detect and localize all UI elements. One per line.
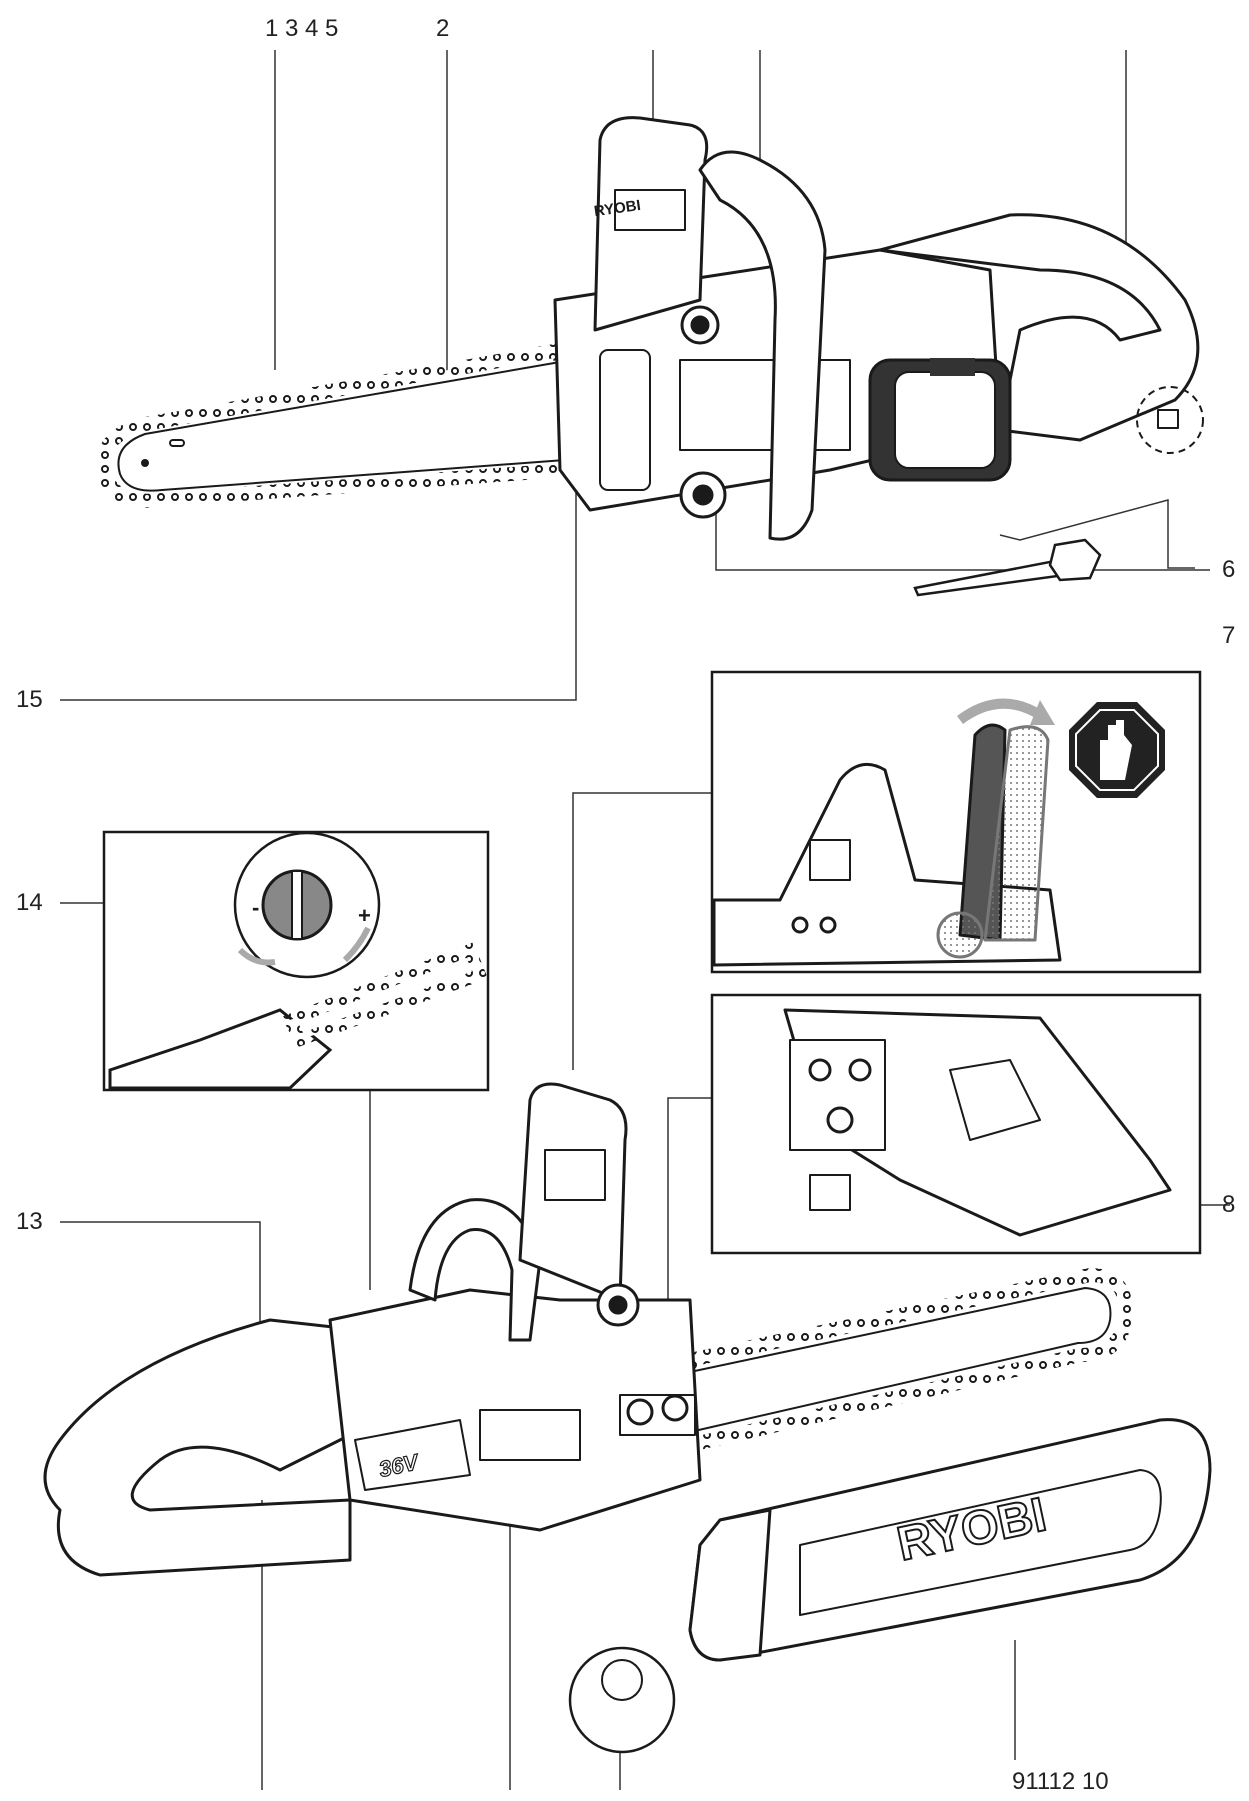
- stop-sign-icon: [1069, 702, 1165, 798]
- scrench-tool: [913, 538, 1102, 597]
- sprocket-cover-inset: [710, 993, 1202, 1255]
- knob-minus-sign: -: [252, 895, 259, 920]
- callout-6: 6: [1222, 556, 1236, 583]
- callout-2: 2: [436, 15, 450, 42]
- callout-7: 7: [1222, 622, 1236, 649]
- callout-1-3-4-5: 1 3 4 5: [265, 15, 339, 42]
- callout-8: 8: [1222, 1191, 1236, 1218]
- knob-plus-sign: +: [358, 903, 371, 928]
- callout-15: 15: [16, 686, 43, 713]
- chain-brake-inset: [710, 670, 1202, 974]
- callout-9-11-12-10: 91112 10: [1012, 1768, 1109, 1795]
- bottom-chainsaw-illustration: [43, 1082, 1212, 1754]
- callout-14: 14: [16, 889, 43, 916]
- tension-knob-inset: [102, 830, 490, 1092]
- callout-13: 13: [16, 1208, 43, 1235]
- top-brand-text: RYOBI: [593, 197, 642, 220]
- top-chainsaw-illustration: [96, 116, 1204, 541]
